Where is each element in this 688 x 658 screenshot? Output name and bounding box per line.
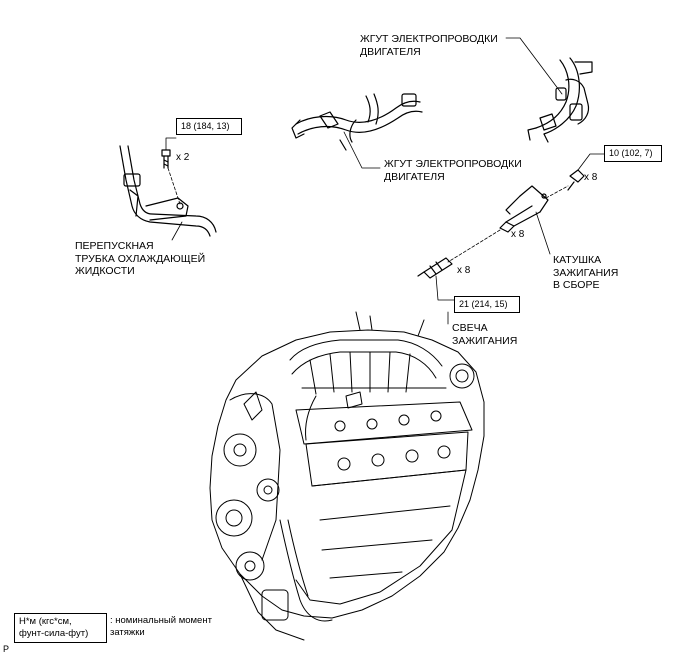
engine-assembly: [209, 311, 485, 641]
label-line: ДВИГАТЕЛЯ: [360, 45, 421, 58]
qty-spark-plug: x 8: [457, 265, 471, 276]
label-line: КАТУШКА: [553, 254, 602, 266]
legend-description-line: затяжки: [110, 627, 145, 638]
qty-ignition-coil: x 8: [511, 229, 525, 240]
label-engine-wire-harness-top: ЖГУТ ЭЛЕКТРОПРОВОДКИ ДВИГАТЕЛЯ: [360, 33, 498, 58]
leader-harness-top: [505, 37, 563, 95]
label-line: СВЕЧА: [452, 322, 488, 334]
label-line: ЖГУТ ЭЛЕКТРОПРОВОДКИ: [360, 33, 498, 45]
torque-box-coil-bolt: 10 (102, 7): [604, 145, 662, 162]
label-coolant-bypass-pipe: ПЕРЕПУСКНАЯ ТРУБКА ОХЛАЖДАЮЩЕЙ ЖИДКОСТИ: [75, 240, 205, 278]
legend-unit-line: Н*м (кгс*см,: [19, 616, 72, 627]
leader-harness-mid: [343, 131, 381, 169]
leader-spark-plug-torque: [435, 275, 455, 301]
engine-wire-harness-top-part: [527, 57, 593, 143]
bypass-bolt: [161, 149, 171, 169]
coil-to-bolt-axis: [545, 185, 569, 199]
label-line: В СБОРЕ: [553, 279, 600, 291]
label-spark-plug: СВЕЧА ЗАЖИГАНИЯ: [452, 322, 517, 347]
bypass-bolt-axis: [167, 167, 181, 205]
coolant-bypass-pipe: [119, 145, 217, 237]
label-line: ПЕРЕПУСКНАЯ: [75, 240, 154, 252]
qty-bypass-bolt: x 2: [176, 152, 190, 163]
label-line: ЖИДКОСТИ: [75, 265, 135, 277]
torque-box-bypass-bolt: 18 (184, 13): [176, 118, 242, 135]
torque-legend-description: : номинальный момент затяжки: [110, 615, 212, 639]
engine-wire-harness-mid-part: [291, 93, 423, 151]
label-line: ЖГУТ ЭЛЕКТРОПРОВОДКИ: [384, 158, 522, 170]
torque-unit-legend-box: Н*м (кгс*см, фунт-сила-фут): [14, 613, 107, 643]
legend-unit-line: фунт-сила-фут): [19, 628, 89, 639]
label-ignition-coil: КАТУШКА ЗАЖИГАНИЯ В СБОРЕ: [553, 254, 618, 292]
spark-plug: [417, 257, 453, 279]
corner-mark: P: [3, 644, 10, 654]
leader-ignition-coil: [535, 211, 551, 255]
label-line: ЗАЖИГАНИЯ: [553, 266, 619, 279]
leader-coil-bolt-torque: [577, 153, 605, 171]
label-engine-wire-harness-mid: ЖГУТ ЭЛЕКТРОПРОВОДКИ ДВИГАТЕЛЯ: [384, 158, 522, 183]
label-line: ЗАЖИГАНИЯ: [452, 334, 518, 347]
label-line: ДВИГАТЕЛЯ: [384, 170, 445, 183]
coil-bolt: [567, 169, 585, 191]
ignition-coil-assembly: [499, 185, 549, 233]
leader-bypass-bolt-torque: [165, 137, 177, 151]
legend-description-line: : номинальный момент: [110, 615, 212, 626]
qty-coil-bolt: x 8: [584, 172, 598, 183]
torque-box-spark-plug: 21 (214, 15): [454, 296, 520, 313]
label-line: ТРУБКА ОХЛАЖДАЮЩЕЙ: [75, 252, 206, 265]
leader-bypass-pipe: [171, 221, 183, 241]
coil-to-plug-axis: [447, 229, 501, 263]
